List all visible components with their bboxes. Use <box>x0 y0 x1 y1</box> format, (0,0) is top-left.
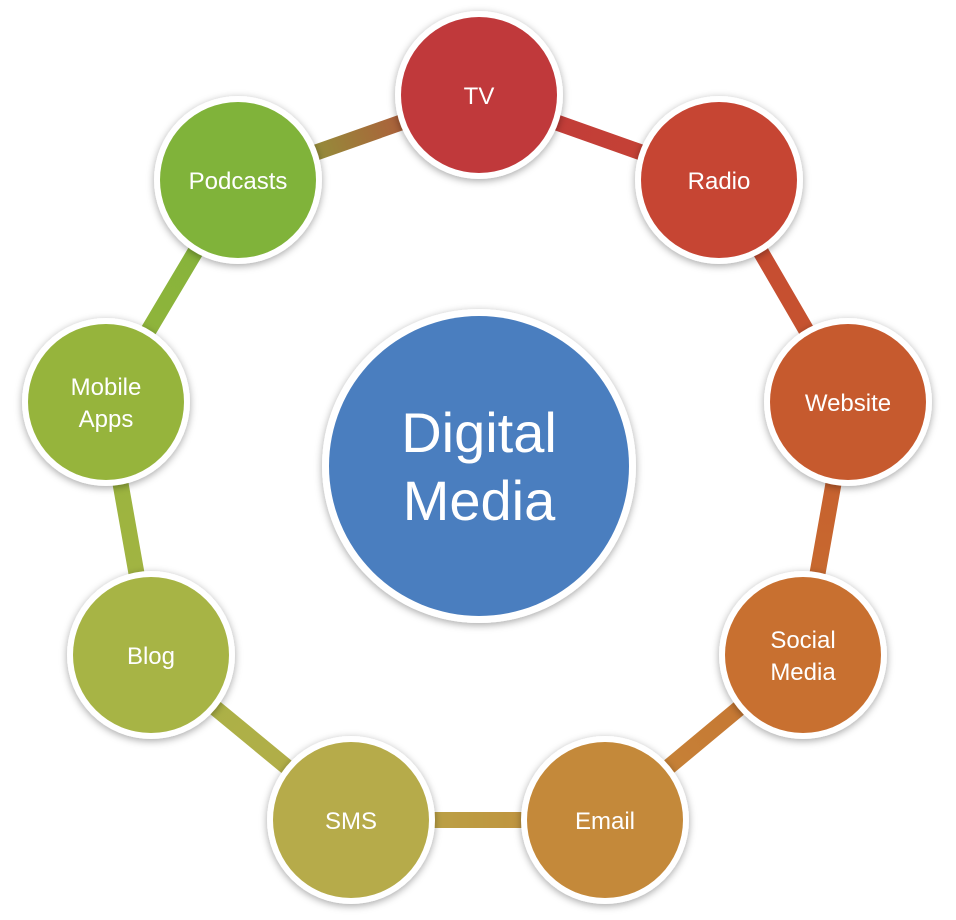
node-label: Apps <box>79 406 134 433</box>
center-label-line: Digital <box>401 401 557 464</box>
node-label: Mobile <box>71 374 142 401</box>
node-circle <box>73 577 229 733</box>
node-label: Email <box>575 808 635 835</box>
node-circle <box>273 742 429 898</box>
node-label: Blog <box>127 643 175 670</box>
node-label: Media <box>770 659 836 686</box>
node-email: Email <box>521 736 689 904</box>
node-circle <box>725 577 881 733</box>
node-radio: Radio <box>635 96 803 264</box>
node-label: Podcasts <box>189 168 288 195</box>
node-circle <box>527 742 683 898</box>
node-podcasts: Podcasts <box>154 96 322 264</box>
center-label-line: Media <box>403 469 556 532</box>
node-blog: Blog <box>67 571 235 739</box>
node-label: Website <box>805 390 891 417</box>
node-circle <box>770 324 926 480</box>
center-node-circle <box>329 316 629 616</box>
node-label: SMS <box>325 808 377 835</box>
node-sms: SMS <box>267 736 435 904</box>
node-circle <box>641 102 797 258</box>
node-circle <box>160 102 316 258</box>
node-circle <box>401 17 557 173</box>
node-tv: TV <box>395 11 563 179</box>
node-label: Radio <box>688 168 751 195</box>
node-label: Social <box>770 627 835 654</box>
node-website: Website <box>764 318 932 486</box>
node-circle <box>28 324 184 480</box>
node-label: TV <box>464 83 495 110</box>
